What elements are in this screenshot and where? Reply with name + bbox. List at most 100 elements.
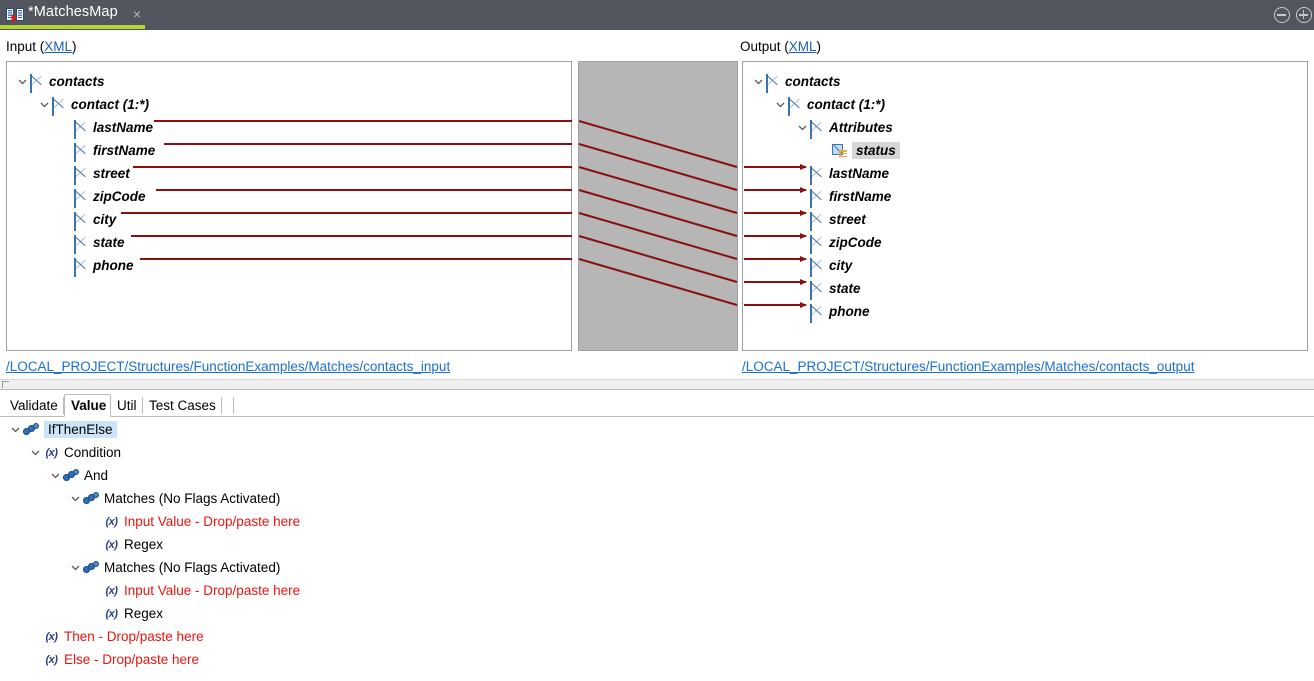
expr-node-condition[interactable]: (x)Condition: [0, 441, 121, 464]
expr-node-regex[interactable]: (x)Regex: [0, 533, 164, 556]
twisty-placeholder: [59, 231, 74, 254]
mapping-icon: [6, 7, 24, 23]
expr-node-input-value-drop-paste-here[interactable]: (x)Input Value - Drop/paste here: [0, 579, 301, 602]
tree-node-contacts[interactable]: contacts: [7, 70, 105, 93]
editor-tab-matchesmap[interactable]: *MatchesMap ×: [0, 0, 145, 30]
tree-node-street[interactable]: street: [743, 208, 866, 231]
tree-node-city[interactable]: city: [743, 254, 852, 277]
tree-node-lastname[interactable]: lastName: [7, 116, 153, 139]
element-icon: [74, 211, 88, 231]
chevron-down-icon[interactable]: [48, 464, 63, 487]
tree-node-contacts[interactable]: contacts: [743, 70, 841, 93]
tree-node-status[interactable]: status: [743, 139, 900, 162]
twisty-placeholder: [59, 139, 74, 162]
tree-node-firstname[interactable]: firstName: [743, 185, 891, 208]
tree-node-label: state: [93, 235, 125, 250]
twisty-placeholder: [88, 602, 103, 625]
twisty-placeholder: [795, 185, 810, 208]
tree-node-state[interactable]: state: [743, 277, 861, 300]
mapping-grid-canvas[interactable]: [578, 61, 738, 351]
expr-node-and[interactable]: And: [0, 464, 108, 487]
output-file-path-link[interactable]: /LOCAL_PROJECT/Structures/FunctionExampl…: [742, 359, 1195, 374]
tree-node-firstname[interactable]: firstName: [7, 139, 155, 162]
expr-node-ifthenelse[interactable]: IfThenElse: [0, 418, 117, 441]
expr-node-matches-no-flags-activated[interactable]: Matches (No Flags Activated): [0, 556, 280, 579]
tree-node-label: street: [829, 212, 866, 227]
element-icon: [810, 119, 824, 139]
expr-node-label: And: [84, 468, 109, 483]
element-icon: [810, 165, 824, 185]
tree-node-zipcode[interactable]: zipCode: [743, 231, 882, 254]
chevron-down-icon[interactable]: [751, 70, 766, 93]
minimize-icon[interactable]: [1274, 7, 1290, 23]
variable-icon: (x): [105, 607, 118, 620]
tree-node-attributes[interactable]: Attributes: [743, 116, 893, 139]
element-icon: [810, 211, 824, 231]
tree-node-city[interactable]: city: [7, 208, 116, 231]
chevron-down-icon[interactable]: [68, 556, 83, 579]
output-xml-link[interactable]: XML: [788, 39, 817, 54]
tree-node-state[interactable]: state: [7, 231, 125, 254]
expr-node-label: Condition: [64, 445, 122, 460]
expr-node-input-value-drop-paste-here[interactable]: (x)Input Value - Drop/paste here: [0, 510, 301, 533]
chevron-down-icon[interactable]: [773, 93, 788, 116]
tree-node-lastname[interactable]: lastName: [743, 162, 889, 185]
expr-node-then-drop-paste-here[interactable]: (x)Then - Drop/paste here: [0, 625, 204, 648]
input-heading-suffix: ): [72, 39, 77, 54]
twisty-placeholder: [88, 533, 103, 556]
twisty-placeholder: [795, 162, 810, 185]
tab-value[interactable]: Value: [64, 394, 111, 417]
expr-node-label: Else - Drop/paste here: [64, 652, 200, 667]
chevron-down-icon[interactable]: [15, 70, 30, 93]
horizontal-splitter[interactable]: [0, 379, 1314, 390]
tab-test-cases[interactable]: Test Cases: [143, 394, 222, 416]
expr-node-matches-no-flags-activated[interactable]: Matches (No Flags Activated): [0, 487, 280, 510]
input-xml-link[interactable]: XML: [44, 39, 73, 54]
expr-node-label: Input Value - Drop/paste here: [124, 514, 301, 529]
tree-node-phone[interactable]: phone: [743, 300, 870, 323]
maximize-icon[interactable]: [1296, 7, 1312, 23]
expr-node-else-drop-paste-here[interactable]: (x)Else - Drop/paste here: [0, 648, 200, 671]
input-file-path-link[interactable]: /LOCAL_PROJECT/Structures/FunctionExampl…: [6, 359, 451, 374]
element-icon: [74, 142, 88, 162]
tab-separator: [233, 397, 234, 414]
chevron-down-icon[interactable]: [28, 441, 43, 464]
function-icon: [83, 560, 99, 575]
element-icon: [52, 96, 66, 116]
element-icon: [766, 73, 780, 93]
chevron-down-icon[interactable]: [37, 93, 52, 116]
tree-node-zipcode[interactable]: zipCode: [7, 185, 146, 208]
tab-label: Validate: [10, 397, 58, 413]
tree-node-street[interactable]: street: [7, 162, 130, 185]
chevron-down-icon[interactable]: [68, 487, 83, 510]
tree-node-label: lastName: [829, 166, 890, 181]
close-icon[interactable]: ×: [132, 6, 142, 22]
element-icon: [810, 234, 824, 254]
element-icon: [810, 188, 824, 208]
tab-validate[interactable]: Validate: [4, 394, 64, 416]
tree-node-contact-1[interactable]: contact (1:*): [7, 93, 149, 116]
element-icon: [74, 119, 88, 139]
tree-node-contact-1[interactable]: contact (1:*): [743, 93, 885, 116]
variable-icon: (x): [45, 630, 58, 643]
expr-node-label: Input Value - Drop/paste here: [124, 583, 301, 598]
tree-node-label: city: [829, 258, 853, 273]
tab-util[interactable]: Util: [111, 394, 143, 416]
input-panel-heading: Input (XML): [6, 39, 77, 54]
tab-strip-underline: [0, 416, 1314, 417]
chevron-down-icon[interactable]: [795, 116, 810, 139]
element-icon: [74, 234, 88, 254]
element-icon: [74, 165, 88, 185]
expr-node-label: Regex: [124, 537, 164, 552]
twisty-placeholder: [88, 510, 103, 533]
tree-node-phone[interactable]: phone: [7, 254, 134, 277]
tree-node-label: phone: [829, 304, 870, 319]
chevron-down-icon[interactable]: [8, 418, 23, 441]
element-icon: [810, 280, 824, 300]
expr-node-label: Regex: [124, 606, 164, 621]
expr-node-regex[interactable]: (x) Regex: [0, 602, 164, 625]
